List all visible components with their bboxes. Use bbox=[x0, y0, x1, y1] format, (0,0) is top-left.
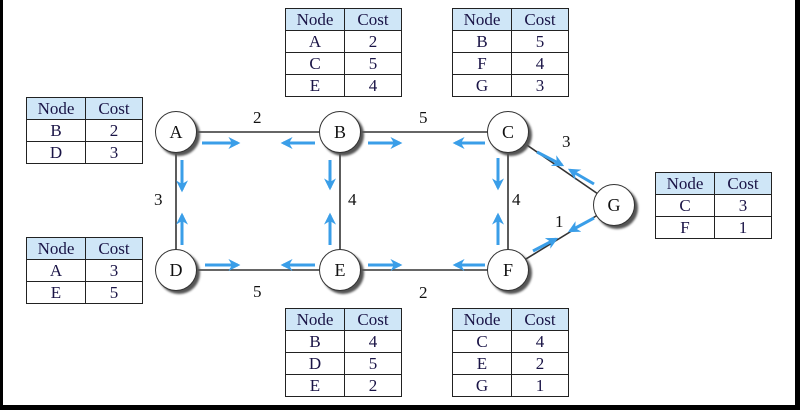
edge-cost-label: 2 bbox=[419, 283, 428, 302]
edge-cost-label: 3 bbox=[154, 190, 163, 209]
header-node: Node bbox=[285, 8, 345, 31]
cell-cost: 1 bbox=[511, 374, 569, 397]
header-cost: Cost bbox=[714, 172, 772, 195]
cell-cost: 3 bbox=[511, 74, 569, 97]
cell-cost: 2 bbox=[85, 119, 143, 142]
node-A: A bbox=[155, 111, 197, 153]
cell-cost: 2 bbox=[344, 30, 402, 53]
cell-node: C bbox=[655, 194, 715, 217]
cell-node: C bbox=[285, 52, 345, 75]
node-B: B bbox=[319, 111, 361, 153]
direction-arrow-icon bbox=[567, 216, 595, 233]
header-cost: Cost bbox=[511, 308, 569, 331]
edge-cost-label: 4 bbox=[348, 190, 357, 209]
direction-arrow-icon bbox=[567, 168, 595, 186]
cell-cost: 4 bbox=[511, 330, 569, 353]
node-G: G bbox=[593, 184, 635, 226]
edge-cost-label: 5 bbox=[253, 282, 262, 301]
cell-cost: 5 bbox=[511, 30, 569, 53]
cell-node: F bbox=[452, 52, 512, 75]
header-cost: Cost bbox=[344, 308, 402, 331]
cell-node: D bbox=[26, 141, 86, 164]
cell-node: B bbox=[285, 330, 345, 353]
cell-cost: 4 bbox=[344, 74, 402, 97]
header-node: Node bbox=[285, 308, 345, 331]
cell-cost: 4 bbox=[511, 52, 569, 75]
edge-cost-label: 4 bbox=[512, 190, 521, 209]
header-node: Node bbox=[452, 8, 512, 31]
edge-cost-label: 5 bbox=[419, 108, 428, 127]
cell-node: E bbox=[285, 74, 345, 97]
cell-node: G bbox=[452, 374, 512, 397]
cell-cost: 3 bbox=[714, 194, 772, 217]
cell-node: B bbox=[452, 30, 512, 53]
header-node: Node bbox=[452, 308, 512, 331]
cell-node: G bbox=[452, 74, 512, 97]
cell-node: B bbox=[26, 119, 86, 142]
cell-cost: 2 bbox=[511, 352, 569, 375]
header-cost: Cost bbox=[85, 237, 143, 260]
node-F: F bbox=[487, 249, 529, 291]
node-E: E bbox=[319, 249, 361, 291]
cell-cost: 3 bbox=[85, 141, 143, 164]
cell-cost: 5 bbox=[344, 52, 402, 75]
cell-node: A bbox=[26, 259, 86, 282]
edge-cost-label: 2 bbox=[253, 108, 262, 127]
cell-cost: 3 bbox=[85, 259, 143, 282]
cell-cost: 1 bbox=[714, 216, 772, 239]
header-node: Node bbox=[26, 237, 86, 260]
header-cost: Cost bbox=[511, 8, 569, 31]
cell-cost: 5 bbox=[85, 281, 143, 304]
cell-cost: 2 bbox=[344, 374, 402, 397]
cell-node: E bbox=[452, 352, 512, 375]
header-cost: Cost bbox=[85, 97, 143, 120]
node-D: D bbox=[155, 249, 197, 291]
cell-cost: 5 bbox=[344, 352, 402, 375]
node-C: C bbox=[487, 111, 529, 153]
cell-node: C bbox=[452, 330, 512, 353]
cell-node: E bbox=[26, 281, 86, 304]
header-cost: Cost bbox=[344, 8, 402, 31]
edge-cost-label: 1 bbox=[555, 212, 564, 231]
cell-node: E bbox=[285, 374, 345, 397]
cell-node: D bbox=[285, 352, 345, 375]
cell-cost: 4 bbox=[344, 330, 402, 353]
direction-arrow-icon bbox=[536, 150, 565, 167]
header-node: Node bbox=[655, 172, 715, 195]
edge-cost-label: 3 bbox=[562, 132, 571, 151]
header-node: Node bbox=[26, 97, 86, 120]
cell-node: A bbox=[285, 30, 345, 53]
direction-arrow-icon bbox=[532, 237, 559, 253]
cell-node: F bbox=[655, 216, 715, 239]
